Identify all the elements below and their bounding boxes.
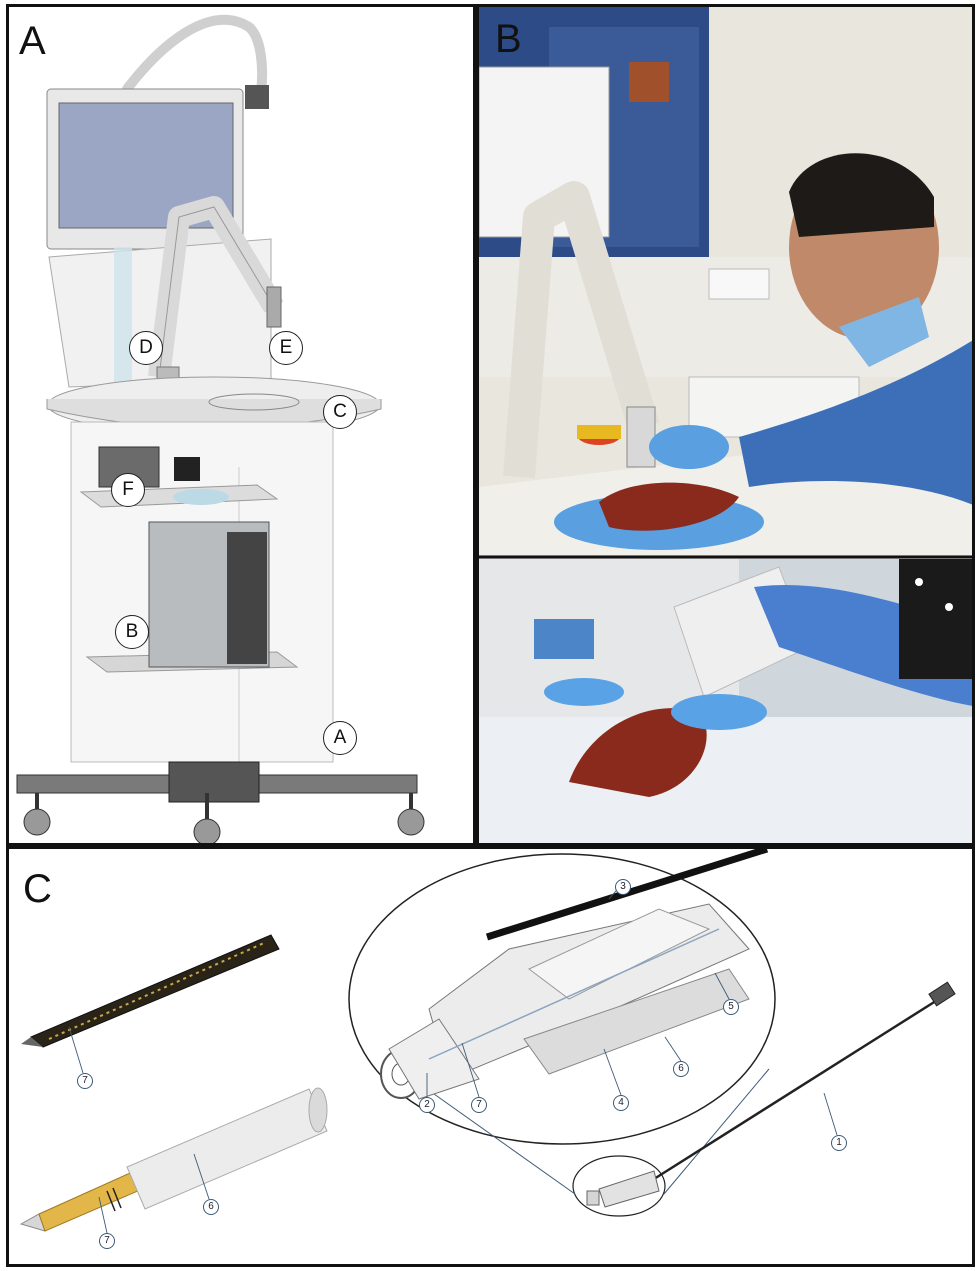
face-mask <box>839 297 929 367</box>
probe-cable <box>586 981 956 1208</box>
white-drape <box>479 717 972 843</box>
magnifier-ellipse <box>348 853 776 1145</box>
callout-f: F <box>111 473 145 507</box>
photo-illustrations <box>479 7 972 843</box>
camera-head <box>245 85 269 109</box>
callout-d: D <box>129 331 163 365</box>
zoom-source-ellipse <box>572 1155 666 1217</box>
panel-c-letter: C <box>23 867 52 911</box>
cart-drawing <box>16 14 425 843</box>
callout-b: B <box>115 615 149 649</box>
needle-electrode-tip <box>21 934 280 1048</box>
gloved-hand <box>649 425 729 469</box>
photo-probe-on-specimen <box>479 559 972 843</box>
part-number-4: 4 <box>613 1095 629 1111</box>
probe-handpiece-detail <box>380 849 769 1100</box>
panel-c-probe-diagram: C 1 2 3 4 5 6 6 7 7 7 <box>6 846 975 1267</box>
callout-c: C <box>323 395 357 429</box>
panel-a-letter: A <box>19 19 46 63</box>
part-number-7: 7 <box>471 1097 487 1113</box>
tissue-specimen-2 <box>569 708 707 797</box>
panel-b-letter: B <box>495 17 522 61</box>
cart-wheels <box>23 793 425 843</box>
needle-with-sleeve <box>19 1087 328 1232</box>
part-number-7-tip: 7 <box>77 1073 93 1089</box>
part-number-3: 3 <box>615 879 631 895</box>
part-number-1: 1 <box>831 1135 847 1151</box>
number-leaders <box>68 884 838 1234</box>
panel-b-photographs: B <box>476 4 975 846</box>
callout-a: A <box>323 721 357 755</box>
part-number-6: 6 <box>673 1061 689 1077</box>
part-number-5: 5 <box>723 999 739 1015</box>
operator-gown <box>739 340 972 505</box>
part-number-7-needle: 7 <box>99 1233 115 1249</box>
tissue-specimen <box>599 482 739 531</box>
lamp-arm <box>122 14 268 97</box>
photo-operator-scanning <box>479 7 972 555</box>
probe-drawing <box>19 849 956 1234</box>
part-number-6-sleeve: 6 <box>203 1199 219 1215</box>
sleeve <box>126 1088 328 1210</box>
part-number-2: 2 <box>419 1097 435 1113</box>
callout-e: E <box>269 331 303 365</box>
panel-a-cart-schematic: A A B C D E F <box>6 4 476 846</box>
